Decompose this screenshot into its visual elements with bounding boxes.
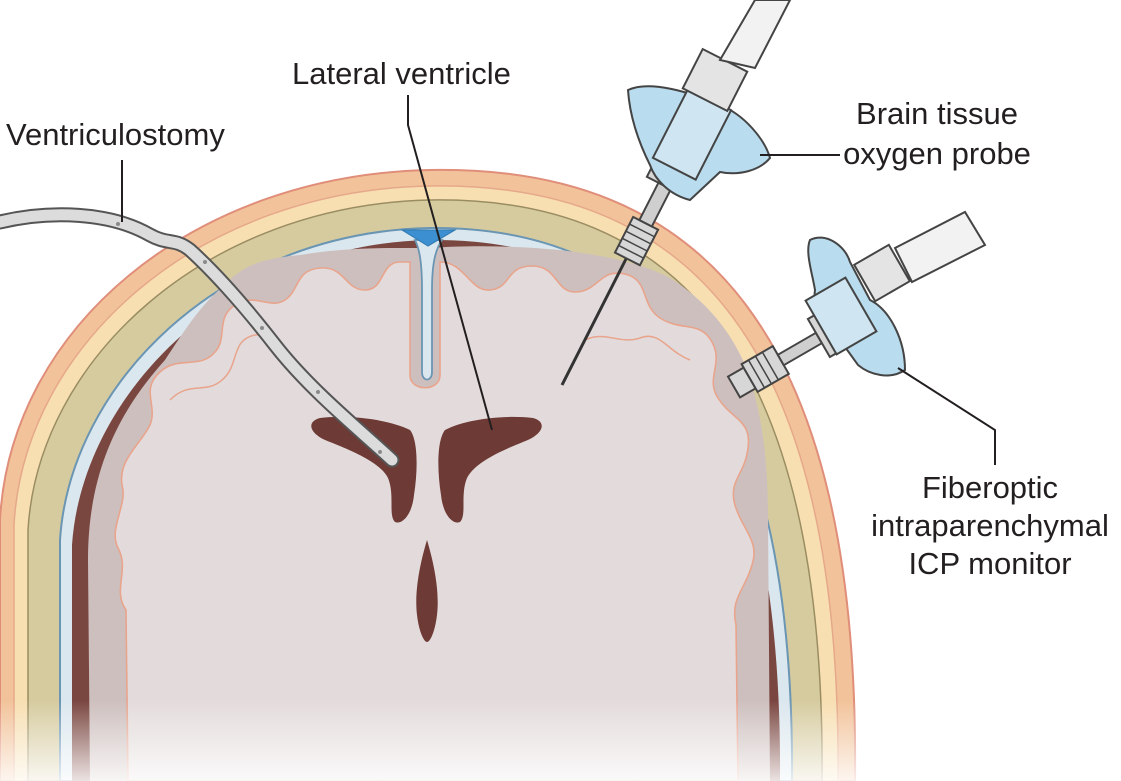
label-oxygen-probe-line2: oxygen probe bbox=[843, 136, 1031, 171]
interhemispheric-fissure bbox=[413, 239, 444, 381]
sagittal-sinus bbox=[400, 229, 457, 247]
white-matter bbox=[114, 261, 755, 781]
catheter-mark bbox=[260, 326, 264, 330]
leader-lateral-ventricle bbox=[407, 95, 493, 431]
label-icp-line2: intraparenchymal bbox=[871, 508, 1109, 543]
gyri-contour-right bbox=[584, 335, 691, 361]
catheter-mark bbox=[378, 450, 382, 454]
catheter-mark bbox=[116, 222, 120, 226]
left-lateral-ventricle bbox=[311, 416, 417, 523]
label-ventriculostomy: Ventriculostomy bbox=[6, 117, 225, 152]
bottom-fade bbox=[0, 700, 1121, 781]
ventriculostomy-catheter-fill bbox=[0, 209, 398, 466]
catheter-mark bbox=[316, 390, 320, 394]
leader-icp-monitor bbox=[897, 367, 996, 465]
label-lateral-ventricle: Lateral ventricle bbox=[292, 56, 511, 91]
label-icp-line3: ICP monitor bbox=[908, 546, 1072, 581]
oxygen-probe-device bbox=[560, 0, 792, 386]
catheter-mark bbox=[203, 260, 207, 264]
label-oxygen-probe-line1: Brain tissue bbox=[856, 96, 1018, 131]
third-ventricle bbox=[416, 540, 438, 642]
right-lateral-ventricle bbox=[438, 416, 542, 523]
icp-monitor-device bbox=[726, 210, 987, 399]
label-icp-line1: Fiberoptic bbox=[921, 470, 1059, 505]
